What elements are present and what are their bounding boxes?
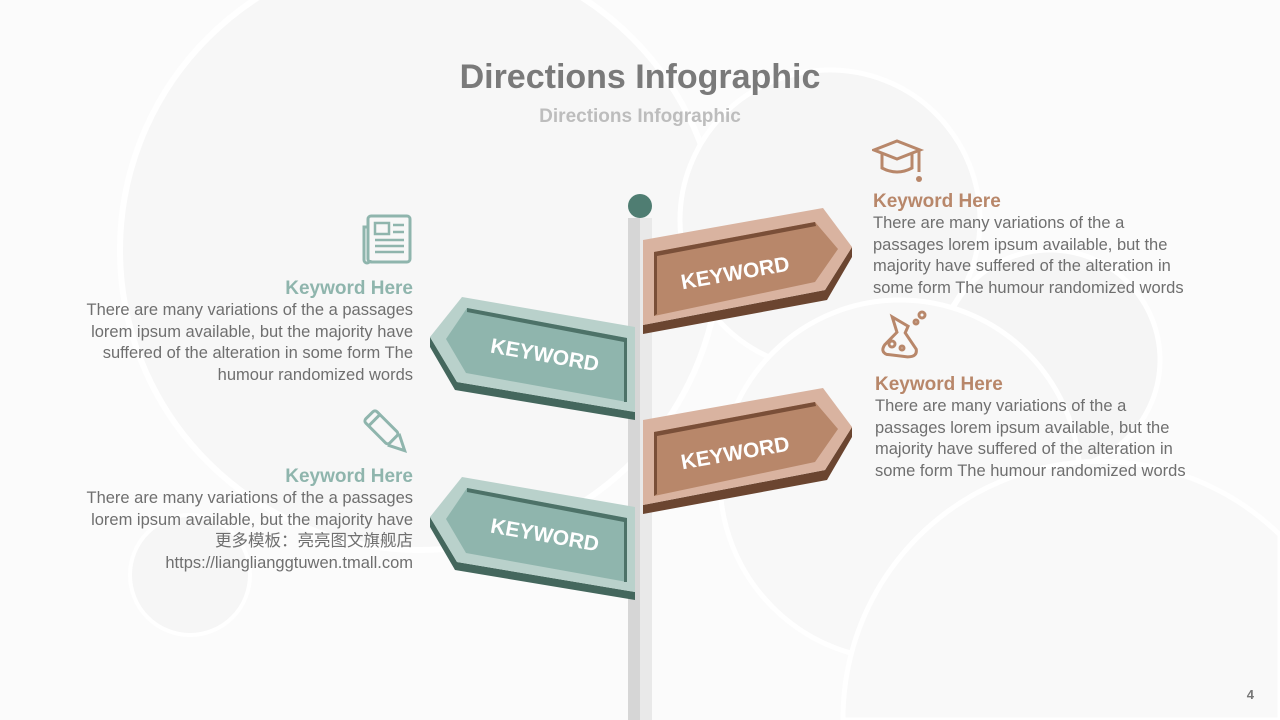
block-heading: Keyword Here xyxy=(285,278,413,299)
sign-left-2: KEYWORD xyxy=(430,477,635,600)
block-body: There are many variations of the a passa… xyxy=(86,489,413,572)
block-heading: Keyword Here xyxy=(875,374,1003,395)
text-block: Keyword Here There are many variations o… xyxy=(875,374,1200,482)
flask-icon xyxy=(881,310,927,359)
text-block: Keyword Here There are many variations o… xyxy=(83,466,413,574)
text-block: Keyword Here There are many variations o… xyxy=(873,191,1198,299)
page-title: Directions Infographic xyxy=(459,58,821,96)
block-body: There are many variations of the a passa… xyxy=(86,301,413,384)
block-body: There are many variations of the a passa… xyxy=(875,397,1186,480)
newspaper-icon xyxy=(362,214,412,265)
page-number: 4 xyxy=(1246,687,1254,702)
sign-right-1: KEYWORD xyxy=(643,208,852,334)
pencil-icon xyxy=(363,409,408,454)
sign-right-2: KEYWORD xyxy=(643,388,852,514)
text-block: Keyword Here There are many variations o… xyxy=(83,278,413,386)
block-body: There are many variations of the a passa… xyxy=(873,214,1184,297)
graduation-cap-icon xyxy=(872,139,925,182)
pole-top xyxy=(628,194,652,218)
sign-left-1: KEYWORD xyxy=(430,297,635,420)
block-heading: Keyword Here xyxy=(285,466,413,487)
block-heading: Keyword Here xyxy=(873,191,1001,212)
page-subtitle: Directions Infographic xyxy=(539,106,741,127)
